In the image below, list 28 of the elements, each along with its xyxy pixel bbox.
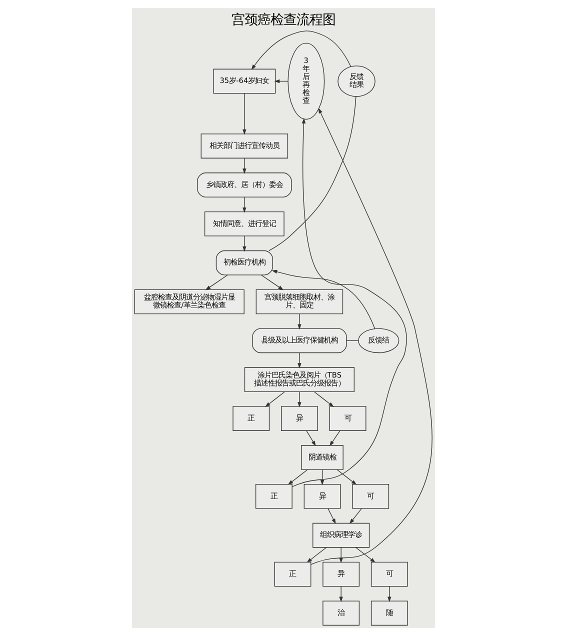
arrow bbox=[242, 93, 246, 135]
arrow bbox=[242, 196, 246, 213]
arrow bbox=[387, 586, 391, 602]
arrow bbox=[313, 391, 334, 408]
arrow bbox=[297, 391, 301, 408]
arrow bbox=[306, 547, 326, 563]
arrow bbox=[264, 391, 285, 408]
arrow bbox=[355, 547, 376, 563]
arrow bbox=[250, 30, 351, 70]
arrow bbox=[338, 586, 342, 602]
arrow bbox=[204, 274, 228, 290]
arrow bbox=[348, 508, 362, 524]
arrow bbox=[320, 469, 324, 486]
arrow bbox=[287, 469, 308, 485]
arrow bbox=[271, 270, 375, 329]
arrow bbox=[328, 430, 340, 446]
arrow bbox=[297, 352, 301, 369]
arrow bbox=[297, 314, 301, 330]
arrow bbox=[306, 430, 316, 446]
arrow bbox=[327, 508, 336, 524]
arrow bbox=[336, 469, 356, 485]
arrow bbox=[291, 118, 406, 488]
connector bbox=[346, 340, 358, 341]
arrow bbox=[242, 236, 246, 252]
connector bbox=[268, 96, 356, 252]
arrow bbox=[242, 158, 246, 174]
diagram-title: 宫颈癌检查流程图 bbox=[231, 13, 336, 28]
arrow bbox=[260, 274, 284, 290]
